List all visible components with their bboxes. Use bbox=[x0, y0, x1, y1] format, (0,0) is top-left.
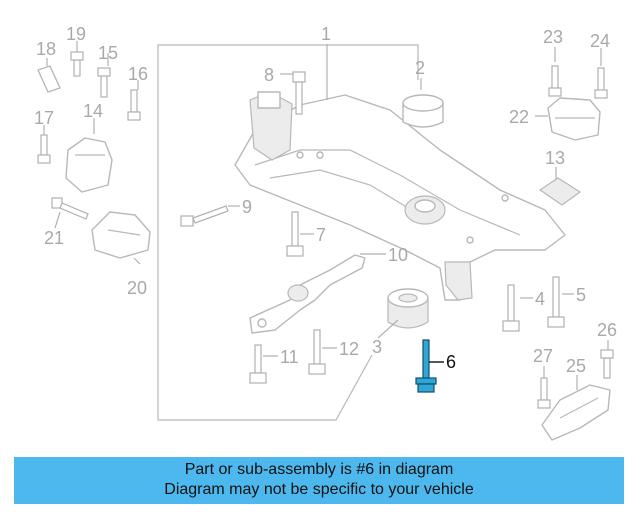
callout-27: 27 bbox=[533, 346, 553, 366]
plate-part-13 bbox=[538, 177, 582, 206]
callout-13: 13 bbox=[545, 148, 565, 168]
bolt-part-27 bbox=[537, 377, 551, 409]
callout-6: 6 bbox=[446, 352, 456, 372]
mount-part-3 bbox=[387, 288, 429, 329]
subframe bbox=[234, 91, 566, 301]
mount-part-14 bbox=[65, 137, 113, 193]
callout-3: 3 bbox=[372, 337, 382, 357]
bolt-part-17 bbox=[37, 134, 51, 164]
bolt-part-11 bbox=[249, 344, 267, 384]
bolt-part-26 bbox=[600, 349, 614, 379]
callout-7: 7 bbox=[316, 225, 326, 245]
bolt-part-6-highlighted bbox=[415, 339, 437, 393]
callout-10: 10 bbox=[388, 245, 408, 265]
bracket-part-20 bbox=[91, 211, 151, 259]
banner-line-2: Diagram may not be specific to your vehi… bbox=[164, 481, 474, 498]
callout-25: 25 bbox=[566, 356, 586, 376]
mount-part-22 bbox=[547, 97, 601, 141]
callout-22: 22 bbox=[509, 107, 529, 127]
assembly-frame bbox=[157, 44, 419, 421]
bolt-part-12 bbox=[308, 329, 326, 375]
callout-19: 19 bbox=[66, 24, 86, 44]
leader-lines bbox=[43, 41, 609, 390]
bolt-part-16 bbox=[127, 89, 141, 121]
info-banner: Part or sub-assembly is #6 in diagram Di… bbox=[14, 457, 624, 504]
bolt-part-21 bbox=[51, 197, 89, 220]
callout-20: 20 bbox=[127, 278, 147, 298]
callout-2: 2 bbox=[415, 58, 425, 78]
callout-24: 24 bbox=[590, 31, 610, 51]
torque-rod-part-10 bbox=[249, 254, 366, 334]
parts-diagram: 1 2 3 4 5 6 7 8 9 10 11 12 13 14 15 16 1… bbox=[34, 24, 617, 441]
bolt-part-4 bbox=[502, 284, 520, 332]
bolt-part-24 bbox=[594, 67, 608, 99]
bolt-part-9 bbox=[180, 205, 229, 227]
bolt-part-8 bbox=[292, 71, 306, 115]
callout-8: 8 bbox=[264, 65, 274, 85]
bolt-part-23 bbox=[548, 65, 562, 97]
callout-12: 12 bbox=[339, 339, 359, 359]
callout-23: 23 bbox=[543, 27, 563, 47]
callout-1: 1 bbox=[321, 24, 331, 44]
bolt-part-5 bbox=[547, 276, 565, 328]
bracket-part-18 bbox=[37, 65, 61, 93]
callout-11: 11 bbox=[280, 347, 299, 367]
callout-17: 17 bbox=[34, 108, 54, 128]
mount-part-2 bbox=[402, 94, 444, 128]
bolt-part-19 bbox=[70, 51, 84, 77]
callout-9: 9 bbox=[242, 197, 252, 217]
callout-21: 21 bbox=[44, 228, 64, 248]
callout-26: 26 bbox=[597, 320, 617, 340]
callout-15: 15 bbox=[98, 43, 118, 63]
bracket-part-25 bbox=[541, 384, 611, 441]
callout-16: 16 bbox=[128, 64, 148, 84]
banner-line-1: Part or sub-assembly is #6 in diagram bbox=[184, 461, 454, 478]
callout-18: 18 bbox=[36, 39, 56, 59]
callout-5: 5 bbox=[576, 285, 586, 305]
bolt-part-7 bbox=[286, 211, 304, 257]
bolt-part-15 bbox=[97, 67, 111, 98]
callout-14: 14 bbox=[83, 101, 103, 121]
callout-4: 4 bbox=[535, 289, 545, 309]
